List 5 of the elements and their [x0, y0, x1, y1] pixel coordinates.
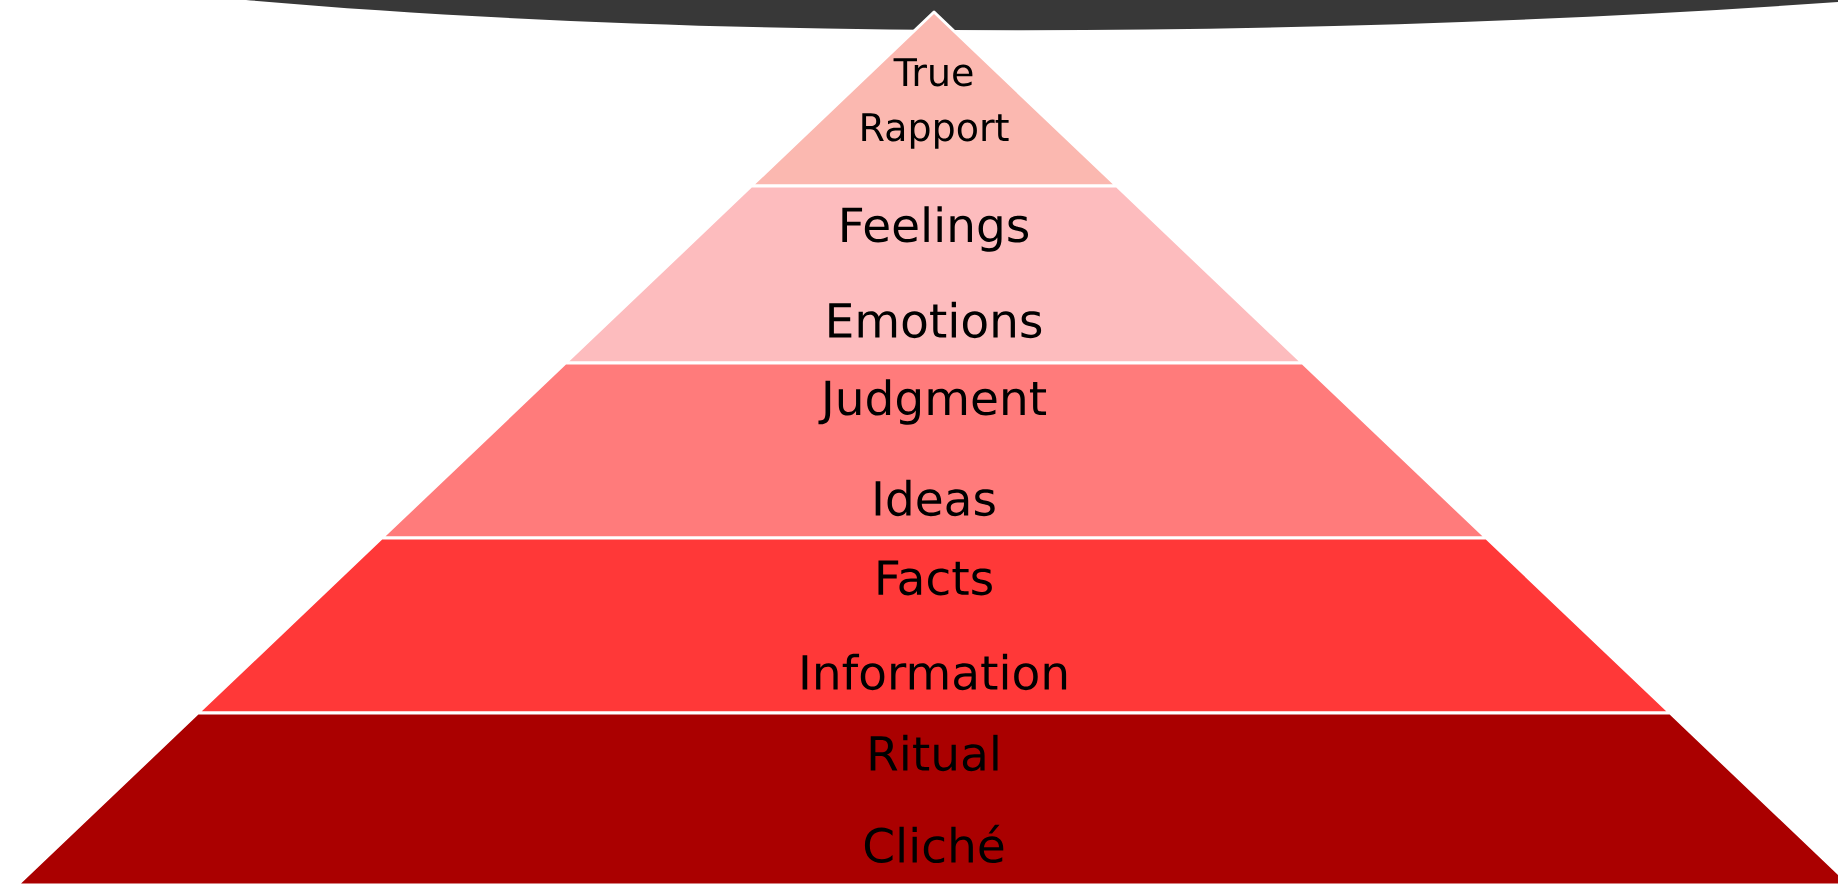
pyramid-layer: Feelings Emotions	[564, 184, 1304, 365]
pyramid-layer: True Rapport	[749, 10, 1119, 188]
pyramid-layer: Ritual Cliché	[15, 711, 1838, 885]
pyramid-layer: Judgment Ideas	[380, 361, 1488, 540]
pyramid-layer: Facts Information	[196, 536, 1672, 715]
